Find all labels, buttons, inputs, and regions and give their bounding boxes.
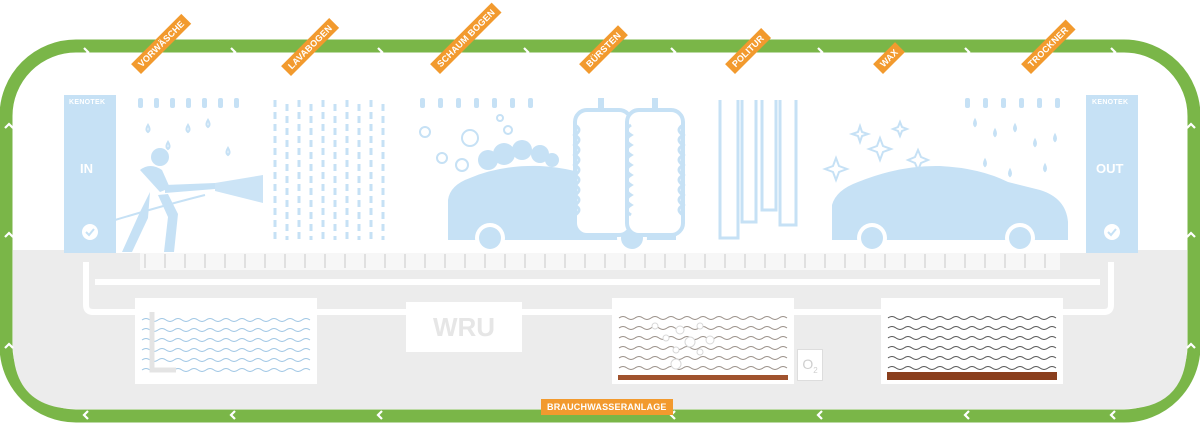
oxygen-subscript: 2: [813, 365, 818, 375]
drain-grate-slots: [144, 254, 1046, 268]
brand-logo-left: KENOTEK: [69, 99, 106, 106]
lava-arch-curtain-icon: [273, 100, 385, 240]
entry-badge-icon: [82, 224, 98, 240]
exit-badge-icon: [1104, 224, 1120, 240]
exit-label: OUT: [1096, 161, 1124, 176]
tank-fresh: [135, 298, 317, 384]
dryer-drops-icon: [973, 117, 1057, 178]
loop-arrows-top: [83, 47, 1117, 57]
polish-curtain-icon: [718, 100, 798, 240]
oxygen-label: O: [802, 356, 814, 372]
tank-sludge: [881, 298, 1063, 384]
pressure-washer-person-icon: [122, 148, 263, 252]
drain-grate: [140, 252, 1060, 270]
greywater-system-label: BRAUCHWASSERANLAGE: [541, 399, 673, 415]
wru-unit: WRU: [406, 302, 522, 352]
prewash-drops-icon: [145, 118, 231, 157]
foam-bubbles-icon: [419, 114, 513, 172]
oxygen-unit: O2: [797, 349, 823, 381]
water-pipe: [83, 262, 1114, 315]
tank-treatment: [612, 298, 794, 384]
prewash-nozzles-icon: [138, 98, 239, 108]
car-clean-icon: [832, 165, 1068, 253]
brushes-icon: [572, 98, 686, 237]
loop-arrows-right: [1186, 122, 1196, 349]
dryer-nozzles-icon: [965, 98, 1060, 108]
entry-label: IN: [80, 161, 93, 176]
loop-arrows-bottom: [82, 410, 1116, 420]
foam-nozzles-icon: [420, 98, 533, 108]
loop-arrows-left: [4, 122, 14, 349]
hose-icon: [114, 194, 206, 221]
brand-logo-right: KENOTEK: [1092, 99, 1129, 106]
